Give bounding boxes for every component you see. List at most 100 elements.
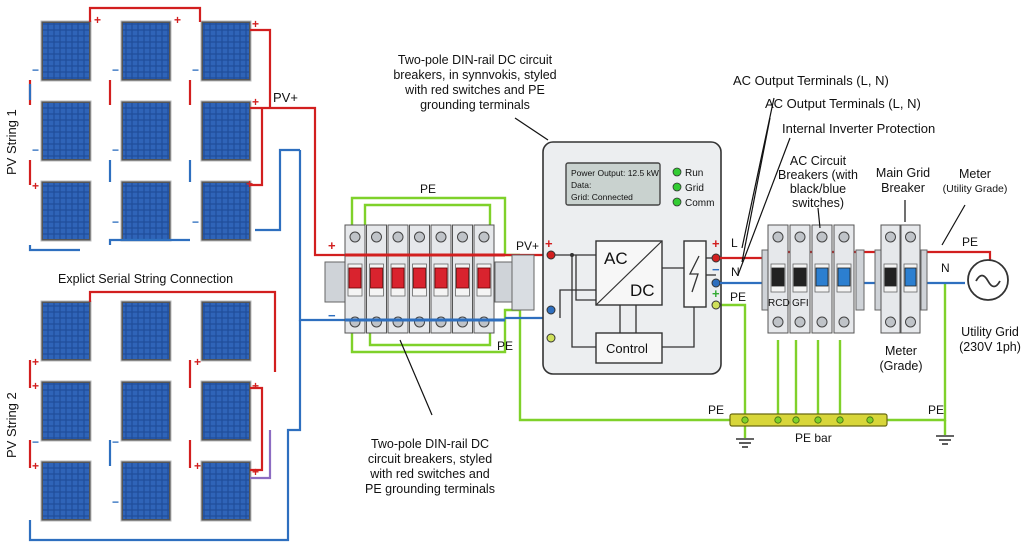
control-label: Control <box>606 341 648 356</box>
main-grid-breaker-callout: Main Grid <box>876 166 930 180</box>
dc-breaker-block <box>324 224 516 334</box>
polarity-mark: + <box>32 179 39 193</box>
solar-panel <box>120 380 172 442</box>
status-led <box>672 167 682 177</box>
polarity-mark: − <box>192 63 199 77</box>
solar-panel <box>120 180 172 242</box>
pe-bar-terminal <box>836 416 844 424</box>
ac-breaker[interactable] <box>789 224 811 334</box>
ac-breakers-callout: AC Circuit <box>790 154 847 168</box>
display-line-2: Data: <box>571 180 591 190</box>
polarity-mark: + <box>194 459 201 473</box>
ac-breakers-callout: Breakers (with <box>778 168 858 182</box>
display-line-3: Grid: Connected <box>571 192 633 202</box>
solar-panel <box>40 100 92 162</box>
polarity-mark: + <box>252 95 259 109</box>
inv-ac-plus-label: + <box>712 236 720 251</box>
ac-breakers-callout: switches) <box>792 196 844 210</box>
polarity-mark: + <box>32 459 39 473</box>
dc-breaker[interactable] <box>344 224 366 334</box>
solar-panel <box>200 180 252 242</box>
polarity-mark: − <box>112 143 119 157</box>
solar-panel <box>200 380 252 442</box>
pe-label-bar-right: PE <box>928 403 944 417</box>
led-label: Comm <box>685 198 714 209</box>
string1-label: PV String 1 <box>4 109 19 175</box>
string2-label: PV String 2 <box>4 392 19 458</box>
internal-protection-label: Internal Inverter Protection <box>782 121 935 136</box>
dc-breaker-callout: with red switches and <box>369 467 490 481</box>
pe-bar-terminal <box>866 416 874 424</box>
pe-bar-terminal <box>774 416 782 424</box>
dc-breaker[interactable] <box>387 224 409 334</box>
pe-label-dc-top: PE <box>420 182 436 196</box>
meter-callout: Meter <box>885 344 917 358</box>
ac-breaker[interactable] <box>811 224 833 334</box>
dc-breaker[interactable] <box>473 224 495 334</box>
polarity-mark: + <box>252 379 259 393</box>
solar-panel <box>40 380 92 442</box>
ac-breaker[interactable] <box>833 224 855 334</box>
utility-grid-callout: (230V 1ph) <box>959 340 1021 354</box>
dc-minus-label: − <box>328 308 336 323</box>
solar-panel <box>40 180 92 242</box>
pv-plus-inverter-label: PV+ <box>516 239 539 253</box>
dc-plus-label: + <box>328 238 336 253</box>
solar-panel <box>120 20 172 82</box>
main-grid-breaker[interactable] <box>880 224 901 334</box>
ac-breaker-block <box>761 224 928 334</box>
pe-bar-label: PE bar <box>795 431 832 445</box>
pe-label-dc-bottom: PE <box>497 339 513 353</box>
dc-breaker[interactable] <box>452 224 473 334</box>
dc-breaker[interactable] <box>366 224 387 334</box>
solar-panel <box>120 300 172 362</box>
polarity-mark: + <box>174 13 181 27</box>
utility-grid-symbol <box>967 259 1009 301</box>
pe-bar-terminal <box>741 416 749 424</box>
dc-breaker[interactable] <box>430 224 452 334</box>
string-wiring <box>28 6 345 542</box>
ground-symbol <box>736 438 754 448</box>
pe-label-grid: PE <box>962 235 978 249</box>
polarity-mark: − <box>32 63 39 77</box>
solar-panel <box>200 460 252 522</box>
utility-grid-callout: Utility Grid <box>961 325 1019 339</box>
solar-panel <box>40 460 92 522</box>
ac-breaker[interactable] <box>767 224 789 334</box>
dc-breaker-callout: Two-pole DIN-rail DC circuit <box>398 53 553 67</box>
polarity-mark: − <box>112 495 119 509</box>
serial-connection-label: Explict Serial String Connection <box>58 272 233 286</box>
solar-panel <box>120 460 172 522</box>
inv-minus-label: − <box>533 310 541 325</box>
meter-callout: (Grade) <box>879 359 922 373</box>
inverter-display <box>565 162 661 206</box>
solar-panel <box>40 300 92 362</box>
dc-breaker-callout: PE grounding terminals <box>365 482 495 496</box>
main-grid-breaker[interactable] <box>900 224 921 334</box>
status-led <box>672 182 682 192</box>
solar-panel <box>120 100 172 162</box>
polarity-mark: + <box>194 355 201 369</box>
pe-bar-terminal <box>814 416 822 424</box>
n-label-grid: N <box>941 261 950 275</box>
ac-output-label-2: AC Output Terminals (L, N) <box>765 96 921 111</box>
meter-callout: Meter <box>959 167 991 181</box>
inv-ac-minus-label: − <box>712 262 720 277</box>
l-label: L <box>731 236 738 250</box>
led-label: Grid <box>685 183 704 194</box>
rcd-label: RCD <box>768 298 790 309</box>
polarity-mark: + <box>94 13 101 27</box>
pe-bar <box>729 413 888 427</box>
dc-breaker-callout: circuit breakers, styled <box>368 452 492 466</box>
dc-breaker[interactable] <box>409 224 430 334</box>
pe-bar-terminal <box>792 416 800 424</box>
pv-plus-label: PV+ <box>273 90 298 105</box>
inverter: Power Output: 12.5 kW Data: Grid: Connec… <box>542 141 722 375</box>
polarity-mark: − <box>32 143 39 157</box>
pv-panel-array: +++−−−−−++−−+++++−−++−+ <box>32 13 259 522</box>
ground-symbol <box>936 435 954 445</box>
solar-panel <box>200 300 252 362</box>
ac-breakers-callout: black/blue <box>790 182 846 196</box>
display-line-1: Power Output: 12.5 kW <box>571 168 659 178</box>
